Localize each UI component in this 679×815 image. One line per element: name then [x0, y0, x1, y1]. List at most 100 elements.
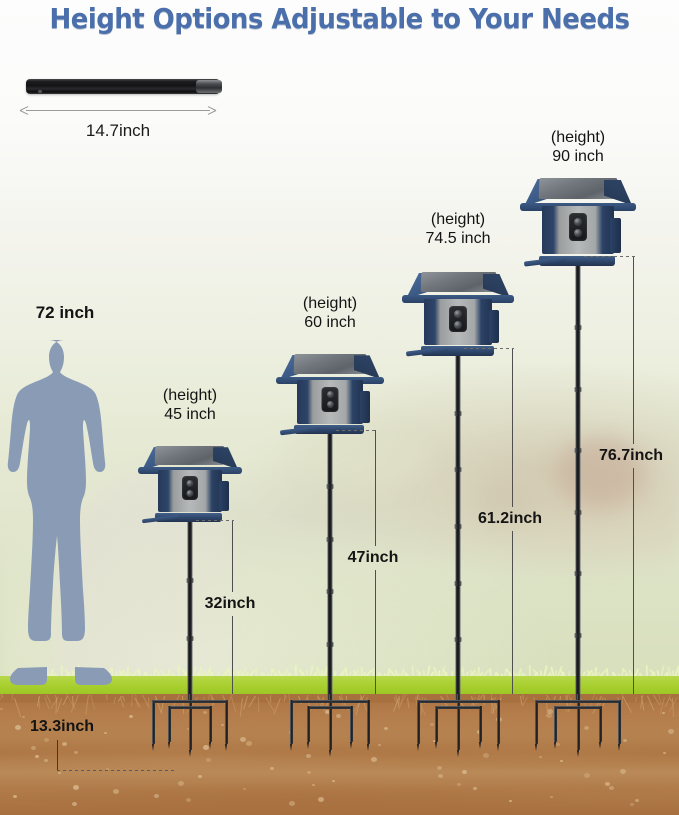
tube-length-label: 14.7inch — [85, 121, 151, 140]
pole-joint — [454, 580, 462, 586]
stake-prong — [225, 700, 229, 751]
soil-pebble — [325, 710, 330, 714]
pole-segment-icon — [26, 79, 222, 94]
stake-crossbar — [578, 706, 601, 709]
camera-module-icon — [181, 476, 198, 500]
support-pole — [575, 264, 581, 700]
soil-layer — [0, 782, 679, 815]
mounting-bracket — [489, 310, 499, 343]
pole-joint — [326, 641, 334, 647]
stake-prong — [366, 700, 370, 751]
soil-pebble — [221, 724, 224, 726]
soil-pebble — [22, 716, 25, 718]
dimension-line — [633, 468, 634, 694]
feeder-height-label: (height)74.5 inch — [426, 210, 491, 248]
feeder-tray — [294, 425, 364, 434]
camera-lens-icon — [326, 391, 334, 398]
stake-crossbar — [330, 706, 352, 709]
feeder-height-value: 60 inch — [304, 314, 356, 331]
stake-crossbar — [153, 700, 190, 703]
person-silhouette-icon — [2, 338, 120, 694]
dimension-line — [232, 520, 233, 592]
stake-crossbar — [308, 706, 330, 709]
soil-pebble — [556, 743, 560, 746]
soil-pebble — [113, 789, 119, 794]
soil-pebble — [72, 802, 77, 806]
above-ground-height-label: 47inch — [347, 549, 399, 566]
center-spike — [328, 694, 332, 757]
bird-perch — [141, 514, 181, 524]
soil-pebble — [546, 713, 552, 718]
feeder-unit: (height)45 inch — [110, 0, 270, 815]
mounting-bracket — [219, 481, 229, 511]
pole-joint — [186, 578, 194, 583]
pole-joint — [454, 467, 462, 473]
stake-prong — [168, 706, 172, 749]
soil-layer — [0, 744, 679, 774]
dimension-line — [512, 531, 513, 694]
pole-button-icon — [38, 90, 42, 93]
feeder-tray — [421, 346, 494, 356]
soil-pebble — [73, 785, 79, 790]
pole-joint — [574, 386, 582, 392]
soil-pebble — [307, 771, 311, 774]
center-spike — [188, 694, 192, 757]
pole-connector-icon — [196, 80, 222, 93]
stake-prong — [599, 706, 603, 749]
soil-pebble — [378, 744, 381, 746]
grass-root — [622, 694, 623, 704]
soil-pebble — [609, 786, 614, 790]
soil-pebble — [270, 767, 274, 770]
soil-pebble — [240, 737, 246, 742]
above-ground-height-label: 76.7inch — [598, 447, 664, 464]
soil-pebble — [462, 770, 467, 774]
smart-bird-feeder — [276, 352, 384, 436]
stake-prong — [208, 706, 212, 749]
stake-crossbar — [169, 706, 190, 709]
underground-dim-tick — [57, 770, 177, 771]
camera-module-icon — [448, 306, 467, 332]
pole-joint — [574, 448, 582, 454]
soil-pebble — [473, 787, 477, 790]
stake-crossbar — [536, 700, 578, 703]
soil-pebble — [198, 775, 202, 778]
soil-pebble — [539, 756, 542, 758]
mounting-bracket — [360, 391, 370, 423]
stake-crossbar — [436, 706, 458, 709]
dimension-line — [633, 256, 634, 444]
soil-pebble — [129, 715, 133, 718]
support-pole — [187, 520, 193, 700]
soil-pebble — [106, 768, 109, 770]
feeder-height-value: 90 inch — [552, 148, 604, 165]
soil-pebble — [203, 745, 209, 750]
soil-pebble — [318, 797, 324, 802]
dimension-line — [375, 430, 376, 546]
stake-prong — [496, 700, 500, 751]
soil-pebble — [584, 726, 589, 730]
feeder-height-caption: (height) — [430, 211, 486, 228]
camera-module-icon — [321, 387, 339, 412]
background-blur-blob — [300, 430, 430, 490]
soil-pebble — [668, 729, 674, 734]
stake-prong — [553, 706, 557, 749]
stake-crossbar — [555, 706, 578, 709]
pole-joint — [326, 589, 334, 595]
feeder-height-label: (height)60 inch — [303, 294, 357, 332]
stake-prong — [151, 700, 155, 751]
dimension-line — [512, 348, 513, 507]
soil-pebble — [154, 794, 159, 798]
stake-prong — [618, 700, 622, 751]
soil-pebble — [246, 741, 252, 746]
soil-pebble — [15, 725, 21, 730]
soil-pebble — [584, 773, 590, 778]
soil-pebble — [547, 709, 553, 714]
camera-sensor-icon — [326, 401, 334, 408]
soil-pebble — [336, 714, 341, 718]
human-height-label: 72 inch — [35, 303, 95, 322]
soil-pebble — [630, 803, 634, 806]
stake-crossbar — [190, 706, 211, 709]
stake-prong — [290, 700, 294, 751]
pole-joint — [574, 509, 582, 515]
soil-pebble — [44, 738, 49, 742]
soil-pebble — [203, 711, 207, 714]
